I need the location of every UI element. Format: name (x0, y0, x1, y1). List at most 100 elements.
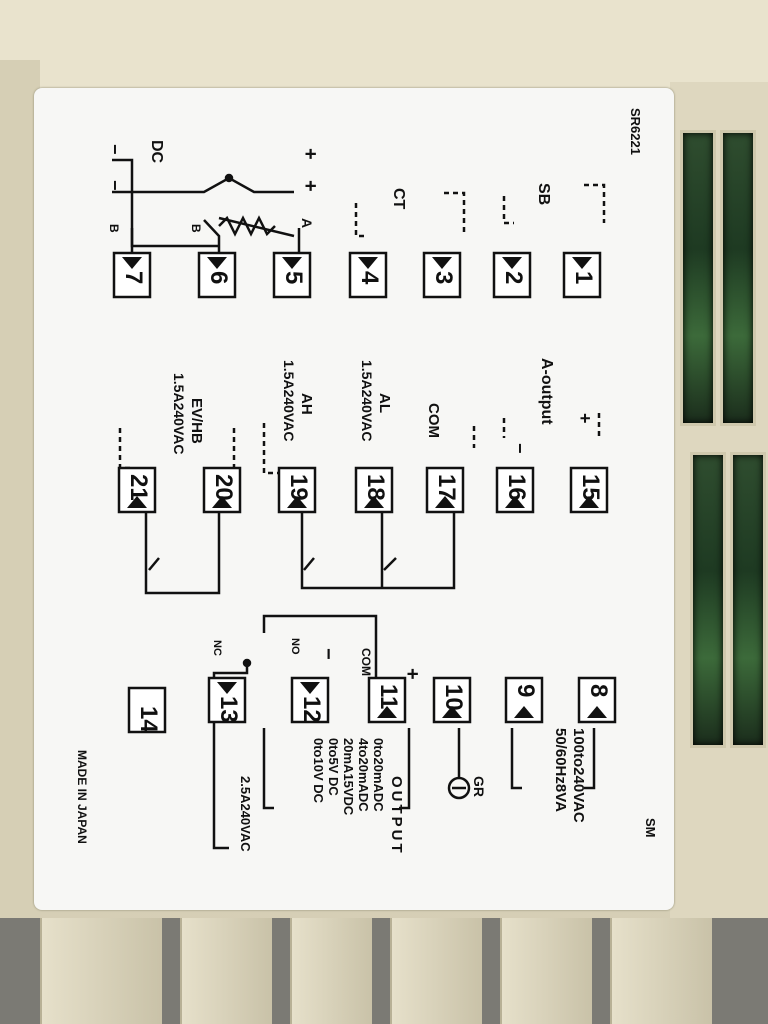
ground-icon (447, 776, 471, 800)
ah-label: AH (298, 393, 315, 415)
b-label: B (189, 224, 203, 233)
terminal-arrow-icon (287, 496, 307, 508)
com-label: COM (359, 648, 373, 676)
output-title: OUTPUT (388, 776, 405, 856)
al-label: AL (376, 393, 393, 413)
output-bracket (399, 728, 411, 810)
terminal-1-number: 1 (570, 271, 597, 284)
terminal-arrow-icon (435, 496, 455, 508)
terminal-arrow-icon (572, 257, 592, 269)
maker-mark: SM (643, 818, 658, 838)
fin (500, 918, 592, 1024)
junction-dot (242, 658, 252, 668)
casing-vent-panel (670, 82, 768, 922)
dc-label: DC (148, 140, 165, 164)
terminal-7-number: 7 (120, 271, 147, 284)
terminal-arrow-icon (442, 706, 462, 718)
terminal-21-number: 21 (125, 474, 152, 501)
com-wire (262, 614, 378, 683)
evhb-rating: 1.5A240VAC (171, 373, 187, 454)
ah-rating: 1.5A240VAC (281, 360, 297, 441)
terminal-8-number: 8 (585, 684, 612, 697)
fin (290, 918, 372, 1024)
b-label: B (107, 224, 121, 233)
vent-slot (690, 452, 726, 748)
terminal-arrow-icon (358, 257, 378, 269)
ct-bracket (354, 203, 364, 238)
plus-label: + (299, 180, 321, 192)
terminal-arrow-icon (212, 496, 232, 508)
terminal-12-number: 12 (298, 696, 325, 723)
model-number: SR6221 (628, 108, 643, 155)
ct-label: CT (390, 188, 407, 210)
casing-bottom-fins (0, 918, 768, 1024)
terminal-arrow-icon (122, 257, 142, 269)
terminal-arrow-icon (502, 257, 522, 269)
terminal-4-box (348, 251, 388, 299)
rtd-resistor-icon (218, 215, 276, 237)
terminal-9-number: 9 (512, 684, 539, 697)
output-bracket (262, 728, 274, 810)
com-label: COM (425, 403, 442, 438)
minus-label: − (105, 180, 125, 191)
terminal-arrow-icon (364, 496, 384, 508)
al-rating: 1.5A240VAC (359, 360, 375, 441)
terminal-4-number: 4 (356, 271, 383, 285)
terminal-2-number: 2 (500, 271, 527, 284)
terminal-arrow-icon (282, 257, 302, 269)
b-wire (130, 208, 219, 248)
terminal-arrow-icon (300, 682, 320, 694)
terminal-arrow-icon (432, 257, 452, 269)
terminal-11-number: 11 (375, 684, 402, 709)
switch-contact-icon (148, 557, 160, 571)
gr-label: GR (471, 776, 487, 797)
output-option: 20mA15VDC (341, 738, 356, 816)
sensor-wire (112, 176, 294, 194)
fin (610, 918, 712, 1024)
relay-rating: 2.5A240VAC (238, 776, 253, 852)
output-option: 4to20mADC (356, 738, 371, 812)
terminal-14-number: 14 (135, 706, 162, 733)
evhb-label: EV/HB (188, 398, 205, 444)
fin (390, 918, 482, 1024)
terminal-16-number: 16 (503, 474, 530, 501)
terminal-13-number: 13 (215, 696, 242, 723)
terminal-6-number: 6 (205, 271, 232, 284)
terminal-1-box (562, 251, 602, 299)
output-option: 0to20mADC (371, 738, 386, 812)
minus-label: − (317, 648, 339, 660)
terminal-15-number: 15 (577, 474, 604, 501)
vent-slot (730, 452, 766, 748)
vent-slot (720, 130, 756, 426)
terminal-arrow-icon (579, 496, 599, 508)
no-label: NO (289, 638, 301, 655)
sb-bracket (502, 196, 514, 225)
sb-bracket (584, 183, 606, 223)
terminal-14-box (127, 686, 167, 734)
al-ah-relay-wire (300, 508, 456, 590)
casing-left-edge (0, 60, 40, 960)
rtd-wire (218, 216, 295, 238)
ct-bracket (444, 191, 466, 236)
power-frequency: 50/60Hz8VA (552, 728, 569, 812)
a-output-label: A-output (538, 358, 555, 425)
terminal-18-number: 18 (362, 474, 389, 501)
a-label: A (299, 218, 315, 228)
terminal-arrow-icon (514, 706, 534, 718)
terminal-19-number: 19 (285, 474, 312, 501)
plus-label: + (575, 413, 595, 424)
terminal-11-box (367, 676, 407, 724)
junction-dot (224, 173, 234, 183)
ah-bracket (262, 423, 294, 475)
terminal-5-number: 5 (280, 271, 307, 284)
terminal-3-number: 3 (430, 271, 457, 284)
minus-label: − (105, 144, 125, 155)
terminal-20-number: 20 (210, 474, 237, 501)
evhb-bracket (118, 428, 134, 470)
terminal-arrow-icon (587, 706, 607, 718)
output-option: 0to5V DC (326, 738, 341, 796)
casing-top-lip (0, 0, 768, 92)
terminal-arrow-icon (217, 682, 237, 694)
